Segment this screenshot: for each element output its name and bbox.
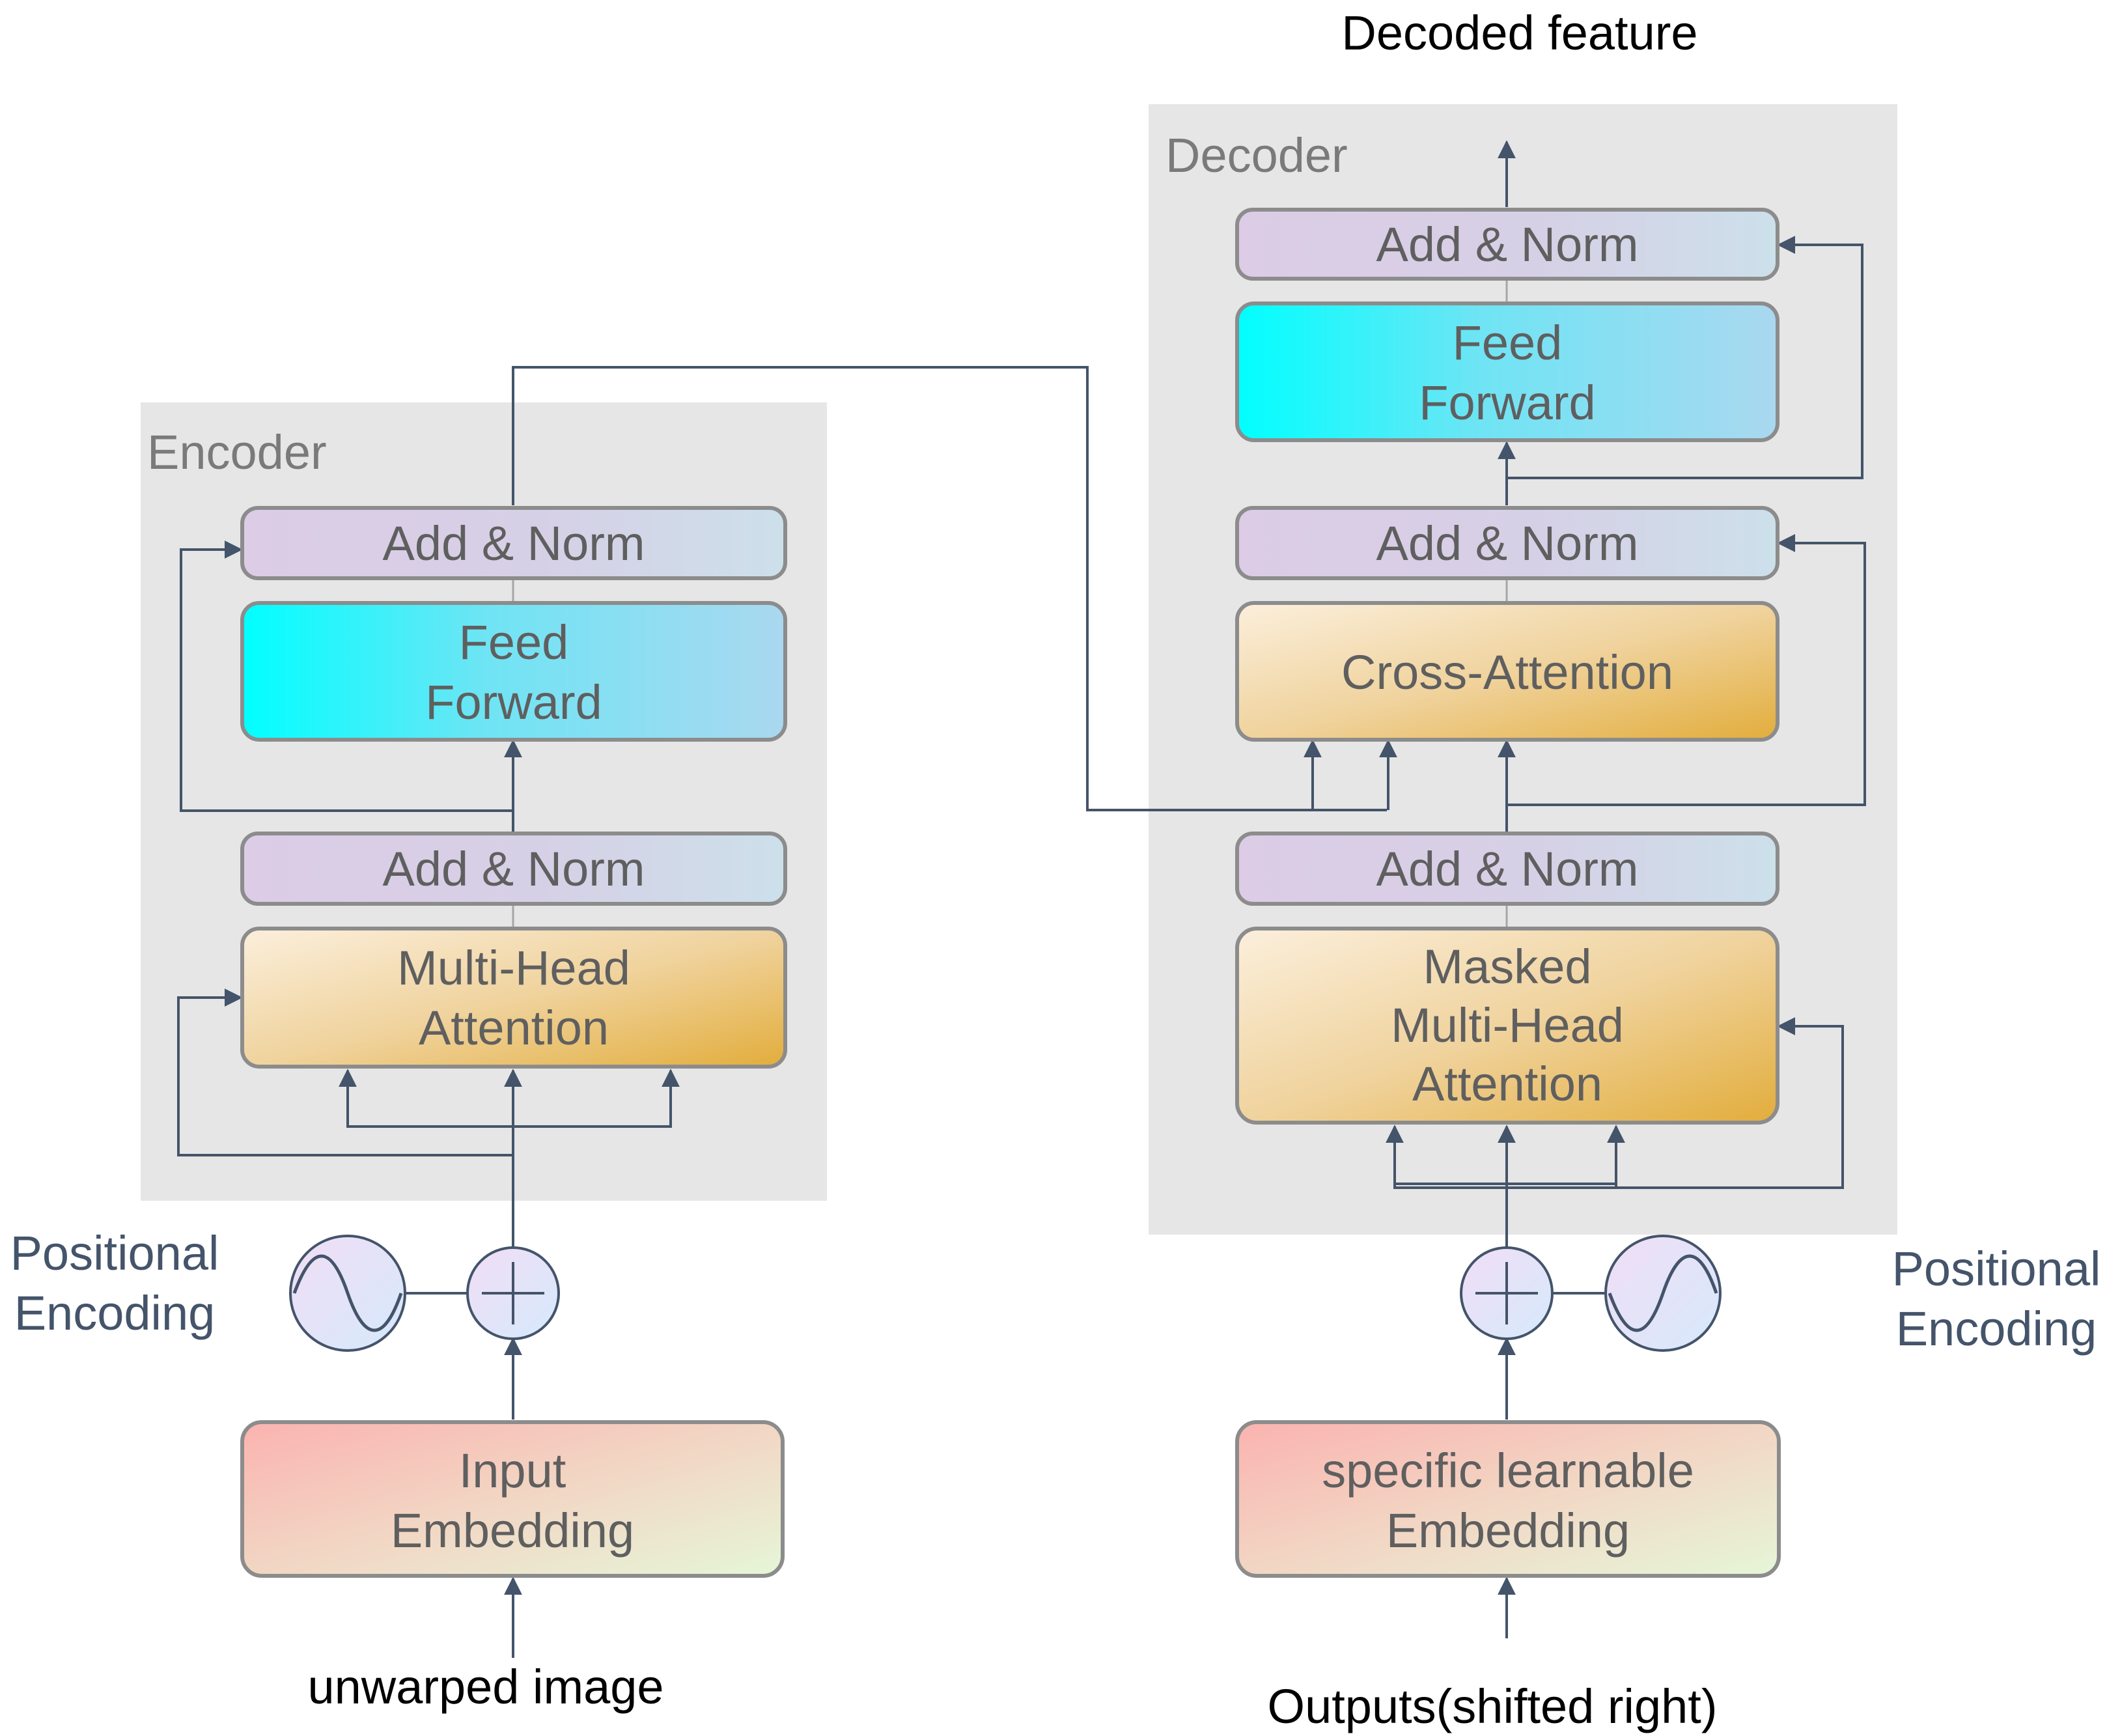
decoder-add-norm-top: Add & Norm — [1235, 208, 1779, 281]
decoder-ca-residual — [1507, 534, 1866, 806]
encoder-input-embedding: Input Embedding — [240, 1420, 785, 1578]
encoder-to-decoder-wire — [512, 366, 1387, 811]
encoder-title: Encoder — [147, 425, 327, 479]
encoder-embedding-line1: Input — [459, 1444, 566, 1498]
decoder-masked-attention-line3: Attention — [1412, 1057, 1602, 1111]
decoder-add-norm-top-label: Add & Norm — [1376, 217, 1638, 272]
decoder-masked-attention-line2: Multi-Head — [1391, 998, 1624, 1052]
encoder-feed-forward: Feed Forward — [240, 601, 787, 742]
decoder-sine-wave-icon — [1604, 1235, 1722, 1352]
decoder-ff-residual — [1507, 236, 1863, 479]
encoder-add-norm-bottom: Add & Norm — [240, 832, 787, 906]
decoder-add-norm-mid-label: Add & Norm — [1376, 516, 1638, 570]
decoder-output-label: Decoded feature — [1341, 6, 1697, 60]
decoder-cross-attention-label: Cross-Attention — [1341, 645, 1673, 699]
encoder-attention-line1: Multi-Head — [397, 941, 630, 995]
encoder-embedding-line2: Embedding — [391, 1504, 634, 1558]
encoder-plus-circle-icon — [466, 1246, 560, 1340]
encoder-sine-wave-icon — [289, 1235, 406, 1352]
decoder-input-label: Outputs(shifted right) — [1268, 1679, 1718, 1733]
decoder-feed-forward-line2: Forward — [1419, 376, 1595, 430]
decoder-plus-circle-icon — [1460, 1246, 1554, 1340]
decoder-embedding-line1: specific learnable — [1322, 1444, 1694, 1498]
decoder-embedding: specific learnable Embedding — [1235, 1420, 1781, 1578]
decoder-pe-label-line1: Positional — [1892, 1242, 2101, 1296]
encoder-att-residual — [177, 988, 513, 1156]
decoder-embedding-line2: Embedding — [1386, 1504, 1630, 1558]
encoder-ff-residual — [180, 540, 513, 812]
decoder-add-norm-bottom: Add & Norm — [1235, 832, 1779, 906]
decoder-title: Decoder — [1165, 128, 1348, 182]
encoder-add-norm-top: Add & Norm — [240, 506, 787, 580]
encoder-attention-line2: Attention — [419, 1001, 609, 1055]
encoder-add-norm-top-label: Add & Norm — [382, 516, 645, 570]
decoder-add-norm-bottom-label: Add & Norm — [1376, 842, 1638, 896]
decoder-feed-forward: Feed Forward — [1235, 301, 1779, 442]
encoder-feed-forward-line2: Forward — [425, 675, 602, 729]
encoder-pe-label-line1: Positional — [10, 1226, 219, 1280]
decoder-add-norm-mid: Add & Norm — [1235, 506, 1779, 580]
decoder-cross-attention: Cross-Attention — [1235, 601, 1779, 742]
encoder-multi-head-attention: Multi-Head Attention — [240, 927, 787, 1069]
encoder-branch-k — [339, 1069, 513, 1128]
encoder-add-norm-bottom-label: Add & Norm — [382, 842, 645, 896]
decoder-feed-forward-line1: Feed — [1453, 316, 1563, 370]
encoder-pe-label-line2: Encoding — [14, 1286, 216, 1340]
encoder-branch-v — [513, 1069, 680, 1128]
encoder-input-label: unwarped image — [307, 1660, 663, 1714]
decoder-masked-attention: Masked Multi-Head Attention — [1235, 927, 1779, 1125]
decoder-pe-label-line2: Encoding — [1896, 1302, 2097, 1356]
decoder-mha-residual — [1395, 1017, 1844, 1189]
encoder-feed-forward-line1: Feed — [459, 615, 569, 669]
decoder-masked-attention-line1: Masked — [1423, 940, 1591, 994]
